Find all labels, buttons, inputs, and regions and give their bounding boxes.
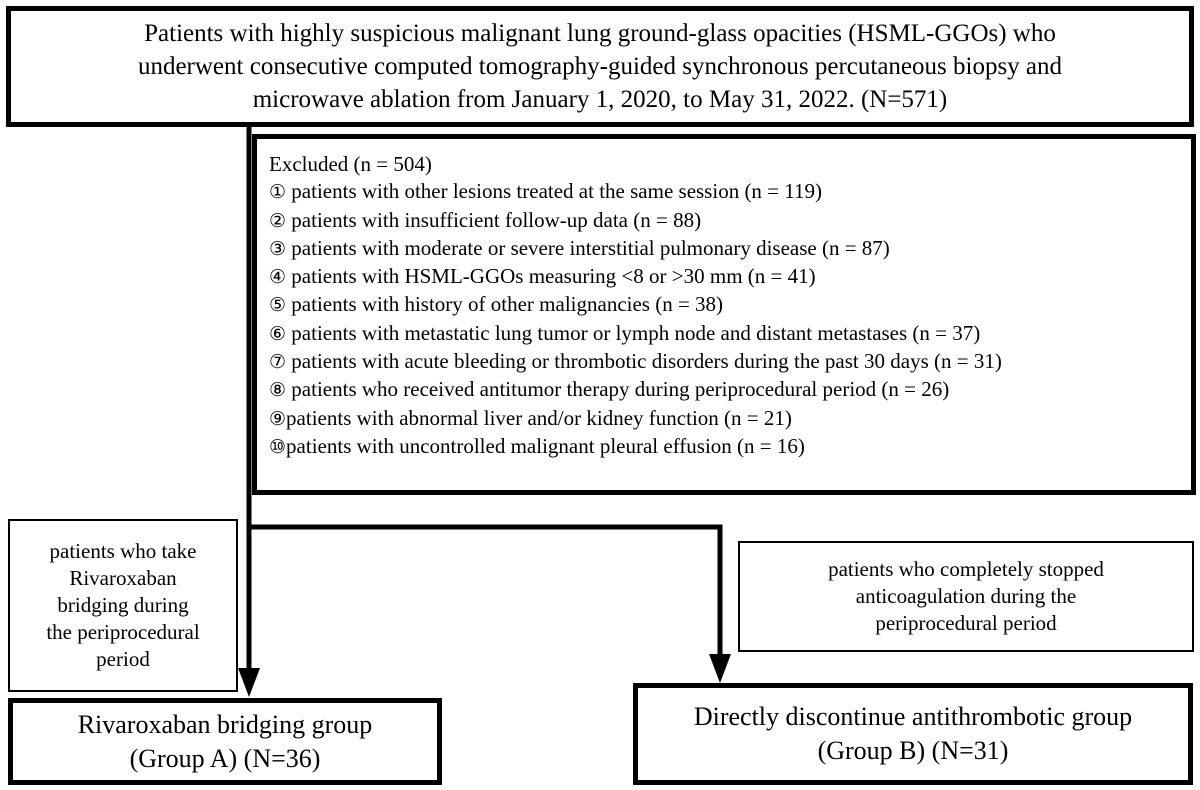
group-b-line: (Group B) (N=31) [817, 736, 1009, 765]
item-text: patients who received antitumor therapy … [286, 377, 950, 402]
label-line: periprocedural period [875, 611, 1057, 635]
enrollment-line: Patients with highly suspicious malignan… [144, 20, 1056, 47]
excluded-item: ③ patients with moderate or severe inter… [269, 235, 1191, 263]
label-line: patients who take [49, 539, 197, 563]
excluded-box: Excluded (n = 504) ① patients with other… [252, 134, 1196, 495]
excluded-item: ④ patients with HSML-GGOs measuring <8 o… [269, 263, 1191, 291]
excluded-item: ⑤ patients with history of other maligna… [269, 291, 1191, 319]
excluded-item: ⑧ patients who received antitumor therap… [269, 376, 1191, 404]
item-number: ④ [269, 266, 287, 289]
excluded-item: ⑩patients with uncontrolled malignant pl… [269, 433, 1191, 461]
item-text: patients with history of other malignanc… [286, 292, 724, 317]
arrow-to-group-a [238, 668, 260, 697]
item-text: patients with uncontrolled malignant ple… [286, 433, 805, 458]
item-text: patients with insufficient follow-up dat… [286, 207, 702, 232]
excluded-item: ⑦ patients with acute bleeding or thromb… [269, 348, 1191, 376]
excluded-item: ⑥ patients with metastatic lung tumor or… [269, 320, 1191, 348]
branch-label-stopped: patients who completely stopped anticoag… [738, 541, 1194, 652]
group-b-line: Directly discontinue antithrombotic grou… [693, 702, 1133, 731]
label-line: patients who completely stopped [828, 557, 1104, 581]
item-number: ① [269, 181, 287, 204]
connector-branch-to-group-b [249, 524, 723, 676]
item-number: ⑨ [269, 407, 287, 430]
item-text: patients with acute bleeding or thrombot… [286, 349, 1002, 374]
label-line: the periprocedural [46, 620, 200, 644]
item-number: ⑤ [269, 294, 287, 317]
item-number: ③ [269, 237, 287, 260]
item-number: ② [269, 209, 287, 232]
item-text: patients with moderate or severe interst… [286, 235, 890, 260]
item-text: patients with metastatic lung tumor or l… [286, 320, 981, 345]
item-number: ⑧ [269, 379, 287, 402]
branch-label-rivaroxaban: patients who take Rivaroxaban bridging d… [8, 519, 238, 692]
item-number: ⑦ [269, 351, 287, 374]
enrollment-line: underwent consecutive computed tomograph… [137, 53, 1063, 80]
item-number: ⑥ [269, 322, 287, 345]
label-line: Rivaroxaban [69, 566, 177, 590]
label-line: period [96, 647, 150, 671]
excluded-item: ② patients with insufficient follow-up d… [269, 207, 1191, 235]
item-text: patients with other lesions treated at t… [286, 179, 822, 204]
group-a-line: (Group A) (N=36) [129, 743, 321, 773]
label-line: bridging during [57, 593, 189, 617]
group-a-line: Rivaroxaban bridging group [77, 709, 373, 739]
excluded-title: Excluded (n = 504) [269, 152, 432, 176]
label-line: anticoagulation during the [855, 584, 1077, 608]
group-a-box: Rivaroxaban bridging group (Group A) (N=… [8, 698, 442, 785]
item-text: patients with HSML-GGOs measuring <8 or … [286, 264, 816, 289]
excluded-item: ① patients with other lesions treated at… [269, 178, 1191, 206]
item-number: ⑩ [269, 435, 287, 458]
group-b-box: Directly discontinue antithrombotic grou… [633, 683, 1193, 785]
enrollment-box: Patients with highly suspicious malignan… [6, 6, 1194, 127]
arrow-to-group-b [709, 654, 731, 683]
excluded-item: ⑨patients with abnormal liver and/or kid… [269, 405, 1191, 433]
enrollment-line: microwave ablation from January 1, 2020,… [252, 86, 948, 113]
item-text: patients with abnormal liver and/or kidn… [286, 405, 792, 430]
